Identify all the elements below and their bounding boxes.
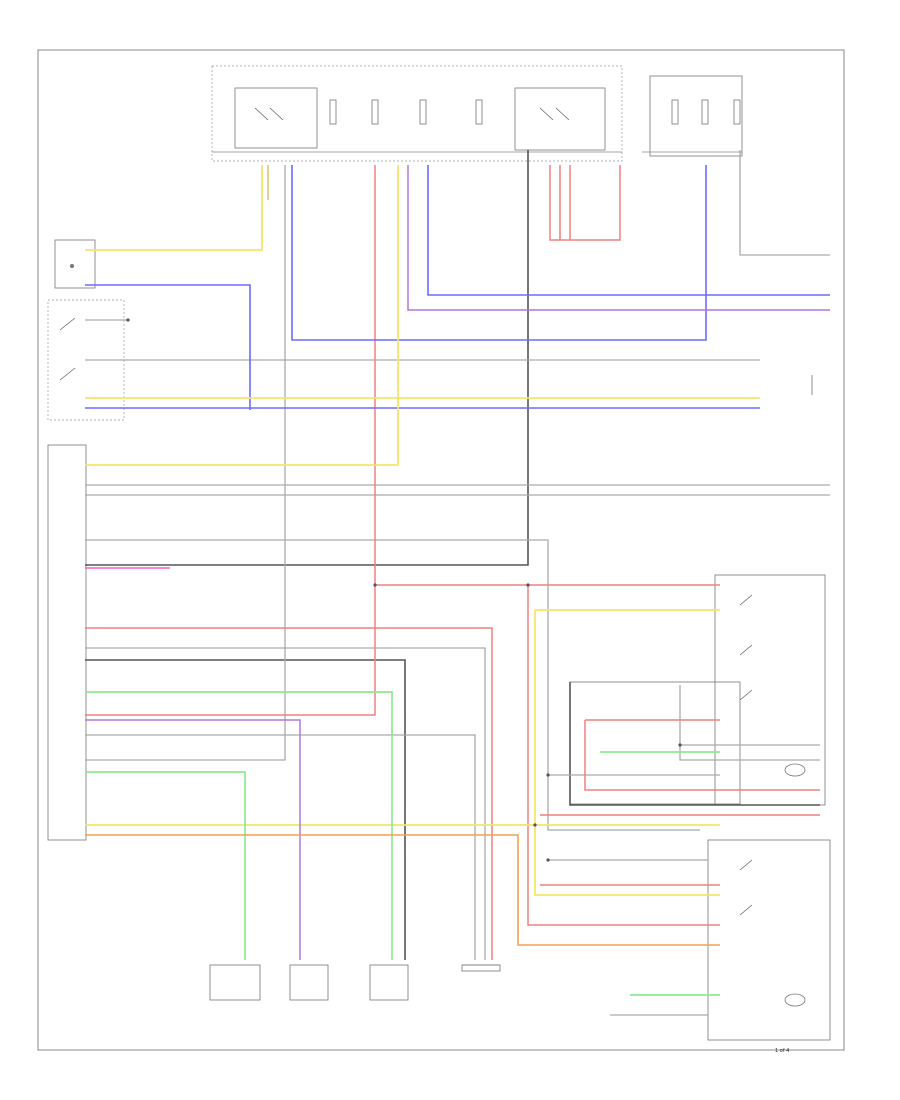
page-number: 1 of 4 (775, 1048, 789, 1054)
junction-dots (126, 318, 682, 862)
wires (85, 150, 830, 1016)
top-fuse-relay-block (211, 65, 743, 162)
diagram-frame (37, 49, 845, 1051)
bottom-sensors (209, 964, 501, 1001)
right-modules (569, 375, 831, 1041)
